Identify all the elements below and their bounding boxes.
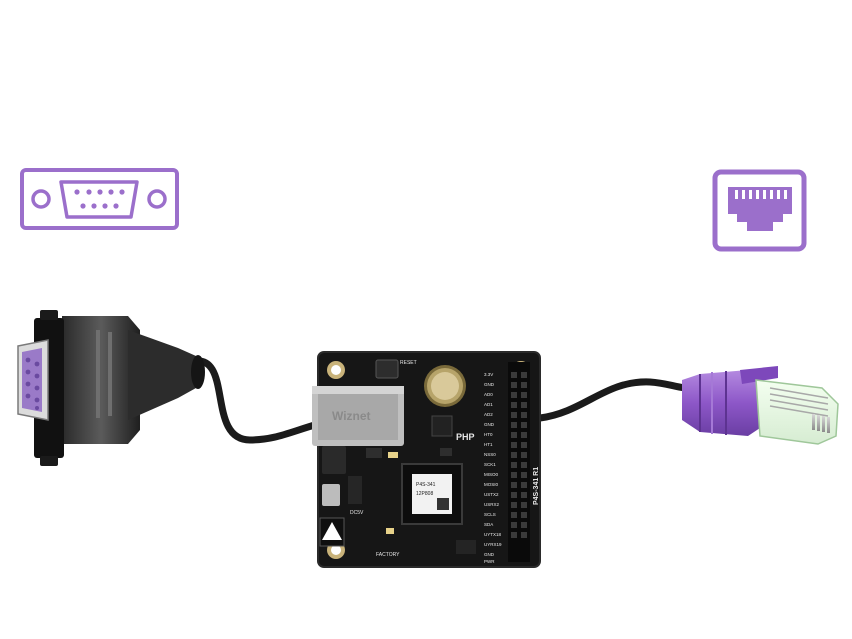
pin-label: HT0 (484, 432, 493, 437)
pin-label: MISO0 (484, 472, 499, 477)
ethernet-port-icon (712, 169, 807, 252)
p4s-341-board: Wiznet RESET PHP P4S-341 12P808 DC5V F (312, 351, 541, 568)
pin-label: UYTX18 (484, 532, 502, 537)
db9-connector (17, 310, 205, 466)
board-model-label: P4S-341 R1 (533, 467, 540, 505)
pin-label: USRX2 (484, 502, 500, 507)
dc-label: DC5V (350, 510, 364, 516)
chip-line-2: 12P808 (416, 491, 433, 497)
pin-label: SCK1 (484, 462, 496, 467)
pin-label: 3.3V (484, 372, 493, 377)
pin-label: AD2 (484, 412, 493, 417)
board-mcu: P4S-341 12P808 (401, 463, 463, 525)
pin-label: NSS0 (484, 452, 496, 457)
factory-label: FACTORY (376, 552, 400, 558)
pin-label: PWR (484, 559, 495, 564)
pin-label: GND (484, 422, 495, 427)
php-label: PHP (456, 432, 475, 442)
pin-label: AD0 (484, 392, 493, 397)
pin-label: GND (484, 382, 495, 387)
serial-port-icon (20, 168, 179, 230)
svg-text:Wiznet: Wiznet (332, 409, 371, 423)
left-header-labels: 3.3V GND AD0 AD1 AD2 GND HT0 HT1 NSS0 SC… (484, 372, 502, 564)
pin-label: HT1 (484, 442, 493, 447)
board-ethernet-jack: Wiznet (312, 386, 404, 446)
pin-label: AD1 (484, 402, 493, 407)
pin-label: UYRX19 (484, 542, 502, 547)
pin-label: USTX2 (484, 492, 499, 497)
pin-label: SDA (484, 522, 493, 527)
ethernet-cable (536, 378, 689, 422)
pin-label: MOSI0 (484, 482, 499, 487)
rj45-connector (682, 366, 839, 445)
reset-label: RESET (400, 360, 417, 366)
right-pin-header (508, 362, 530, 562)
pin-label: SCLS (484, 512, 496, 517)
serial-cable (186, 357, 322, 444)
pin-label: GND (484, 552, 495, 557)
chip-line-1: P4S-341 (416, 482, 436, 488)
